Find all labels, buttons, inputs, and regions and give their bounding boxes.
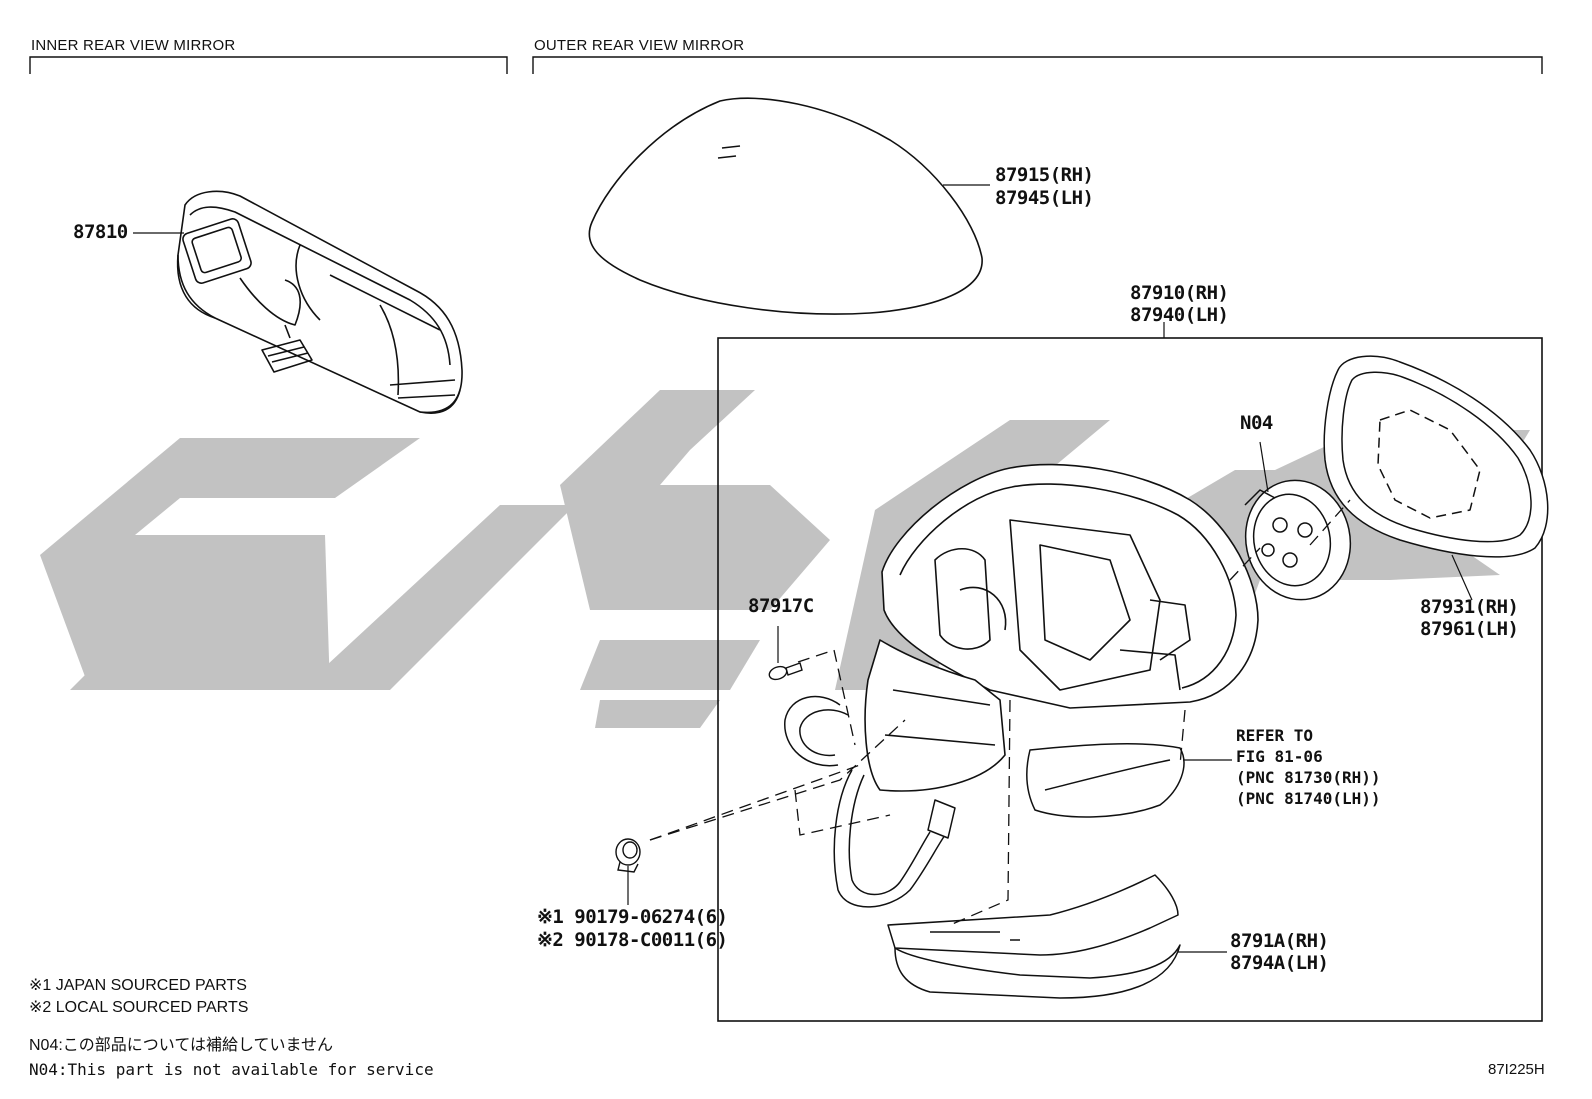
- mirror-housing-drawing: [881, 463, 1259, 709]
- wire-harness-drawing: [784, 695, 956, 908]
- under-cover-drawing: [887, 874, 1181, 999]
- part-label-87810: 87810: [73, 221, 128, 243]
- figure-code: 87I225H: [1488, 1061, 1545, 1078]
- footnote-n04-japanese: N04:この部品については補給していません: [29, 1037, 334, 1054]
- section-title-outer: OUTER REAR VIEW MIRROR: [534, 37, 745, 54]
- footnote-local-sourced: ※2 LOCAL SOURCED PARTS: [29, 999, 249, 1016]
- part-label-87945: 87945(LH): [995, 187, 1094, 209]
- part-label-87961: 87961(LH): [1420, 618, 1519, 640]
- clip-drawing: [615, 838, 641, 873]
- part-label-87940: 87940(LH): [1130, 304, 1229, 326]
- refer-to-figure-note: REFER TO FIG 81-06 (PNC 81730(RH)) (PNC …: [1236, 726, 1381, 808]
- part-label-87915: 87915(RH): [995, 164, 1094, 186]
- mirror-cover-drawing: [588, 97, 983, 315]
- mirror-base-drawing: [864, 639, 1006, 792]
- part-label-clip-1: ※1 90179-06274(6): [537, 906, 728, 928]
- turn-signal-drawing: [1025, 743, 1185, 818]
- actuator-drawing: [1244, 479, 1352, 601]
- leader-N04: [1259, 441, 1269, 493]
- part-label-87917C: 87917C: [748, 595, 814, 617]
- part-label-87931: 87931(RH): [1420, 596, 1519, 618]
- assembly-frame: [717, 337, 1543, 1022]
- part-label-8794A: 8794A(LH): [1230, 952, 1329, 974]
- part-label-clip-2: ※2 90178-C0011(6): [537, 929, 728, 951]
- mirror-glass-drawing: [1323, 355, 1549, 558]
- part-label-N04: N04: [1240, 412, 1273, 434]
- section-title-inner: INNER REAR VIEW MIRROR: [31, 37, 236, 54]
- footnote-japan-sourced: ※1 JAPAN SOURCED PARTS: [29, 977, 247, 994]
- assembly-dashed-lines: [649, 499, 1351, 926]
- inner-mirror-drawing: [176, 190, 463, 414]
- footnote-n04-english: N04:This part is not available for servi…: [29, 1060, 434, 1079]
- part-label-8791A: 8791A(RH): [1230, 930, 1329, 952]
- section-brackets: [29, 56, 1543, 74]
- leader-87931: [1451, 554, 1473, 601]
- screw-drawing: [768, 662, 803, 681]
- part-label-87910: 87910(RH): [1130, 282, 1229, 304]
